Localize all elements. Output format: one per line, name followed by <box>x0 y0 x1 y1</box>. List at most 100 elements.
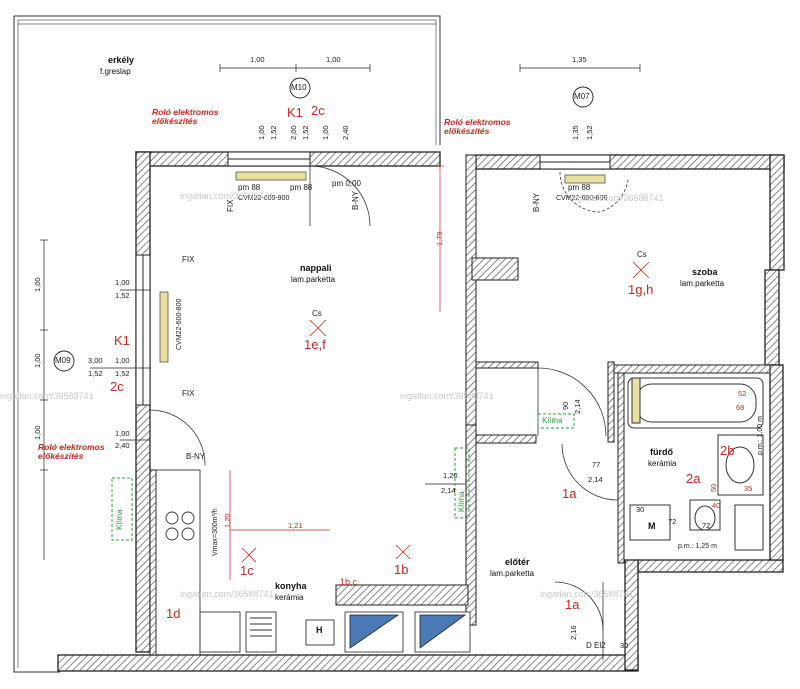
section-markers <box>53 77 594 372</box>
shutter-note-top: Roló elektromos előkészítés <box>152 107 219 126</box>
code-k1-left: K1 <box>114 333 130 348</box>
marker-m09: M09 <box>55 356 71 365</box>
dim-entry-216: 2,16 <box>569 625 578 640</box>
h-label: H <box>316 625 323 635</box>
code-1bc: 1b,c <box>340 577 358 587</box>
dim-outer-3: 1,00 <box>33 425 42 440</box>
living-name: nappali <box>300 263 332 273</box>
watermark-5: ingatlan.com/36588741 <box>180 589 274 599</box>
bathroom-fixtures <box>629 434 764 551</box>
fix-label-vertical: FIX <box>226 199 235 212</box>
dim-outer-2: 1,00 <box>33 353 42 368</box>
dim-v-152b: 1,52 <box>301 125 310 140</box>
dim-kitchen-120: 1,20 <box>223 513 232 528</box>
dim-v-179: 1,79 <box>435 231 444 246</box>
shutter-note-left: Roló elektromos előkészítés <box>38 442 105 461</box>
dim-wc-40: 40 <box>712 501 721 510</box>
balcony-finish: f.greslap <box>100 67 131 76</box>
dim-wc-30: 30 <box>636 505 645 514</box>
dim-left-100b: 1,00 <box>115 356 130 365</box>
dim-bath-77: 77 <box>592 460 601 469</box>
dim-v-100a: 1,00 <box>257 125 266 140</box>
fix-label-bottom: FIX <box>182 389 195 398</box>
dim-wc-50: 50 <box>709 483 718 492</box>
bedroom-finish: lam.parketta <box>680 279 725 288</box>
code-1a-door: 1a <box>565 597 580 612</box>
kitchen-fixtures <box>155 469 335 656</box>
watermark-2: ingatlan.com/36588741 <box>570 193 664 203</box>
hall-finish: lam.parketta <box>490 569 535 578</box>
dim-left-152: 1,52 <box>115 291 130 300</box>
code-1c: 1c <box>240 563 254 578</box>
dim-wc-35: 35 <box>744 484 753 493</box>
cs-label-bedroom: Cs <box>637 250 647 259</box>
shutter-note-right: Roló elektromos előkészítés <box>444 117 511 136</box>
dim-left-152b: 1,52 <box>88 369 103 378</box>
balcony-name: erkély <box>108 55 135 65</box>
dim-v-135: 1,35 <box>571 125 580 140</box>
light-fixtures <box>241 261 650 563</box>
watermark-6: ingatlan.com/36588741 <box>540 589 634 599</box>
dim-wc-72a: 72 <box>668 517 677 526</box>
code-1b: 1b <box>394 562 409 577</box>
radiators <box>159 171 606 363</box>
dim-top-1: 1,00 <box>250 55 265 64</box>
dim-v-152c: 1,52 <box>585 125 594 140</box>
dim-top-2: 1,00 <box>326 55 341 64</box>
el-label: D El2 <box>586 641 606 650</box>
dim-left-100: 1,00 <box>115 278 130 287</box>
dim-top-3: 1,35 <box>572 55 587 64</box>
dim-hall-214: 2,14 <box>441 486 456 495</box>
code-2c-top: 2c <box>311 103 325 118</box>
dim-door-90: 90 <box>561 401 570 410</box>
interior-walls <box>149 154 771 656</box>
hall-name: előtér <box>505 557 530 567</box>
code-2a: 2a <box>686 471 701 486</box>
bathroom-finish: kerámia <box>648 459 677 468</box>
code-1a-hall: 1a <box>562 486 577 501</box>
climate-units <box>111 413 575 541</box>
watermark-4: ingatlan.com/36588741 <box>400 391 494 401</box>
dim-door-214: 2,14 <box>573 399 582 414</box>
kitchen-finish: kerámia <box>275 593 304 602</box>
windows <box>135 151 611 406</box>
code-1d: 1d <box>166 606 181 621</box>
climate-label-kitchen: Klíma <box>115 509 124 530</box>
pm-label-room: pm 88 <box>568 183 591 192</box>
code-k1-top: K1 <box>287 105 303 120</box>
dim-v-152a: 1,52 <box>269 125 278 140</box>
climate-label-hall: Klíma <box>457 491 466 512</box>
watermark-3: ingatlan.com/36588741 <box>0 391 94 401</box>
cs-label-living: Cs <box>312 309 322 318</box>
climate-label-bedroom: Klíma <box>542 416 563 425</box>
watermark-1: ingatlan.com/36588741 <box>180 191 274 201</box>
m-label: M <box>648 521 656 531</box>
dim-left-240: 2,40 <box>115 441 130 450</box>
dim-v-200: 2,00 <box>289 125 298 140</box>
dim-bath-214: 2,14 <box>588 475 603 484</box>
marker-m10: M10 <box>291 83 307 92</box>
pm-label-door: pm 0,00 <box>332 179 361 188</box>
dim-kitchen-121: 1,21 <box>288 521 303 530</box>
pm-label-top2: pm 88 <box>290 183 313 192</box>
dim-wc-72b: 72 <box>702 521 711 530</box>
pm100-label: p.m.: 1,00 m <box>757 416 764 455</box>
pm-label-top1: pm 88 <box>238 183 261 192</box>
dim-entry-30: 30 <box>620 641 629 650</box>
radiator-label-side: CVM22-600-800 <box>176 298 183 350</box>
wardrobe-units <box>344 611 471 653</box>
code-1ef: 1e,f <box>304 337 326 352</box>
bathroom-name: fürdő <box>650 447 673 457</box>
balcony-outline <box>13 15 441 673</box>
bny-label-top: B-NY <box>351 190 360 210</box>
dim-v-100b: 1,00 <box>321 125 330 140</box>
dim-hall-120: 1,20 <box>443 471 458 480</box>
dim-tub-52: 52 <box>738 389 747 398</box>
living-finish: lam.parketta <box>291 275 336 284</box>
code-2b: 2b <box>720 443 735 458</box>
vent-label: Vmax=300m³/h <box>212 508 219 556</box>
marker-m07: M07 <box>574 92 590 101</box>
code-2c-left: 2c <box>110 379 124 394</box>
bathtub <box>627 377 764 429</box>
radiator-label-main: CVM22-600-900 <box>238 195 290 202</box>
